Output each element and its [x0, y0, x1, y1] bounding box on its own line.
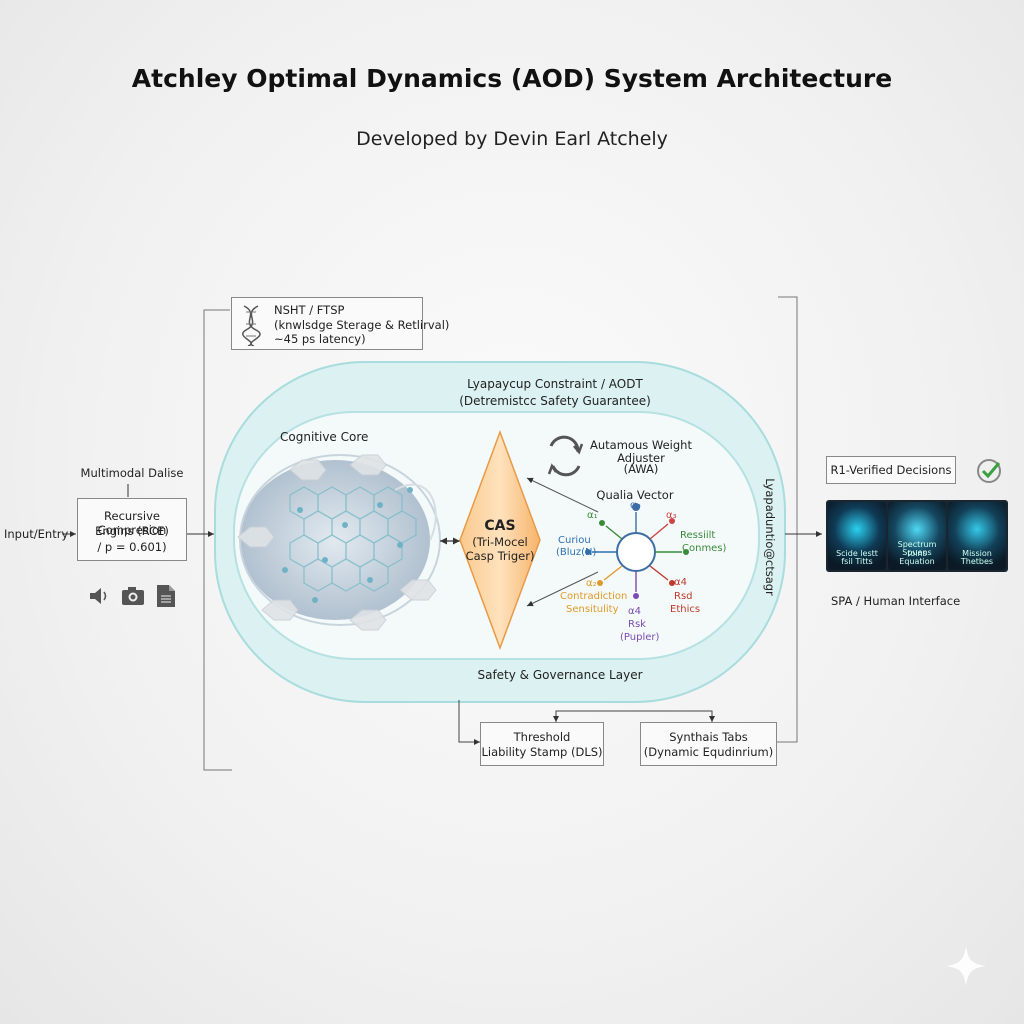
qualia-risk-2: Ethics — [670, 604, 701, 615]
vertical-side-label: Lyapaduntio@ctsagr — [763, 478, 777, 596]
qualia-purple-alpha: α4 — [628, 606, 641, 617]
qualia-alpha3: α₃ — [666, 510, 677, 521]
left-bracket — [203, 309, 232, 771]
qualia-contradiction-2: Sensitulity — [566, 604, 619, 615]
qualia-contradiction-1: Contradiction — [560, 591, 628, 602]
synthesis-title: Synthais Tabs — [669, 730, 748, 744]
storage-box: NSHT / FTSP (knwlsdge Sterage & Retlirva… — [231, 297, 449, 350]
document-icon — [156, 584, 176, 608]
qualia-vector-title: Qualia Vector — [596, 488, 674, 502]
dna-icon — [242, 305, 261, 346]
spa-panel-3-line1: Mission — [962, 549, 992, 558]
rce-ratio: / p = 0.601) — [97, 540, 167, 554]
check-circle-icon — [975, 457, 1003, 485]
sparkle-icon — [944, 944, 988, 988]
cognitive-core-label: Cognitive Core — [280, 430, 369, 444]
page-title: Atchley Optimal Dynamics (AOD) System Ar… — [131, 64, 893, 93]
cas-subtitle-1: (Tri-Mocel — [472, 535, 528, 549]
spa-panel-2-line1: Spectrum toins — [897, 540, 937, 558]
page-subtitle: Developed by Devin Earl Atchely — [356, 128, 668, 150]
qualia-contradiction-alpha: α₂ — [586, 578, 597, 589]
cas-diamond — [459, 429, 541, 651]
synthesis-subtitle: (Dynamic Equdinrium) — [643, 745, 774, 759]
threshold-subtitle: Liability Stamp (DLS) — [481, 745, 603, 759]
qualia-curiosity-2: (Bluz(N) — [556, 547, 597, 558]
storage-latency: ~45 ps latency) — [274, 332, 366, 346]
qualia-resilience-2: Conmes) — [682, 543, 727, 554]
qualia-curiosity-1: Curiou — [558, 535, 591, 546]
refresh-cycle-icon — [547, 435, 584, 477]
threshold-box: Threshold Liability Stamp (DLS) — [480, 722, 604, 766]
spa-human-interface-label: SPA / Human Interface — [831, 594, 961, 608]
input-entry-label: Input/Entry — [4, 527, 69, 541]
storage-title: NSHT / FTSP — [274, 303, 345, 317]
awa-line-2: Adjuster — [617, 451, 665, 465]
awa-line-3: (AWA) — [623, 462, 659, 476]
safety-governance-label: Safety & Governance Layer — [477, 668, 643, 682]
rce-subtitle: Engins (RCE) — [95, 524, 169, 538]
qualia-vector-wheel — [585, 503, 689, 599]
r1-decisions-box: R1-Verified Decisions — [826, 456, 956, 484]
spa-panel-2: Spectrum toins Spuens Equation — [888, 502, 946, 570]
qualia-alpha0: α₀ — [630, 500, 641, 511]
spa-panel-1: Scide lestt fsil Titts — [828, 502, 886, 570]
camera-icon — [121, 586, 145, 606]
safety-guarantee-label: (Detremistcc Safety Guarantee) — [459, 394, 651, 408]
spa-panel-3: Mission Thetbes — [948, 502, 1006, 570]
r1-decisions-label: R1-Verified Decisions — [830, 463, 952, 477]
rce-box: Recursive Compresion Engins (RCE) / p = … — [77, 498, 187, 561]
cas-subtitle-2: Casp Triger) — [465, 549, 535, 563]
spa-interface-screens: Scide lestt fsil Titts Spectrum toins Sp… — [826, 500, 1008, 572]
qualia-purple-1: Rsk — [628, 619, 646, 630]
spa-panel-2-line2: Spuens Equation — [899, 548, 935, 566]
hex-grid — [289, 486, 417, 592]
multimodal-label: Multimodal Dalise — [80, 466, 184, 480]
rce-title: Recursive Compresion — [97, 509, 167, 537]
qualia-risk-alpha: α4 — [674, 577, 687, 588]
audio-icon — [88, 585, 110, 607]
spa-panel-3-line2: Thetbes — [960, 557, 994, 566]
spa-panel-1-line2: fsil Titts — [841, 557, 873, 566]
synthesis-box: Synthais Tabs (Dynamic Equdinrium) — [640, 722, 777, 766]
qualia-resilience-1: Ressiilt — [680, 530, 716, 541]
awa-line-1: Autamous Weight — [590, 438, 692, 452]
spa-panel-1-line1: Scide lestt — [836, 549, 878, 558]
storage-desc: (knwlsdge Sterage & Retlirval) — [274, 318, 450, 332]
lyapunov-constraint-label: Lyapaycup Constraint / AODT — [467, 377, 643, 391]
threshold-title: Threshold — [513, 730, 571, 744]
qualia-risk-1: Rsd — [674, 591, 693, 602]
qualia-alpha1: α₁ — [587, 510, 598, 521]
right-bracket — [772, 296, 798, 743]
qualia-purple-2: (Pupler) — [620, 632, 660, 643]
cas-title: CAS — [484, 518, 516, 534]
